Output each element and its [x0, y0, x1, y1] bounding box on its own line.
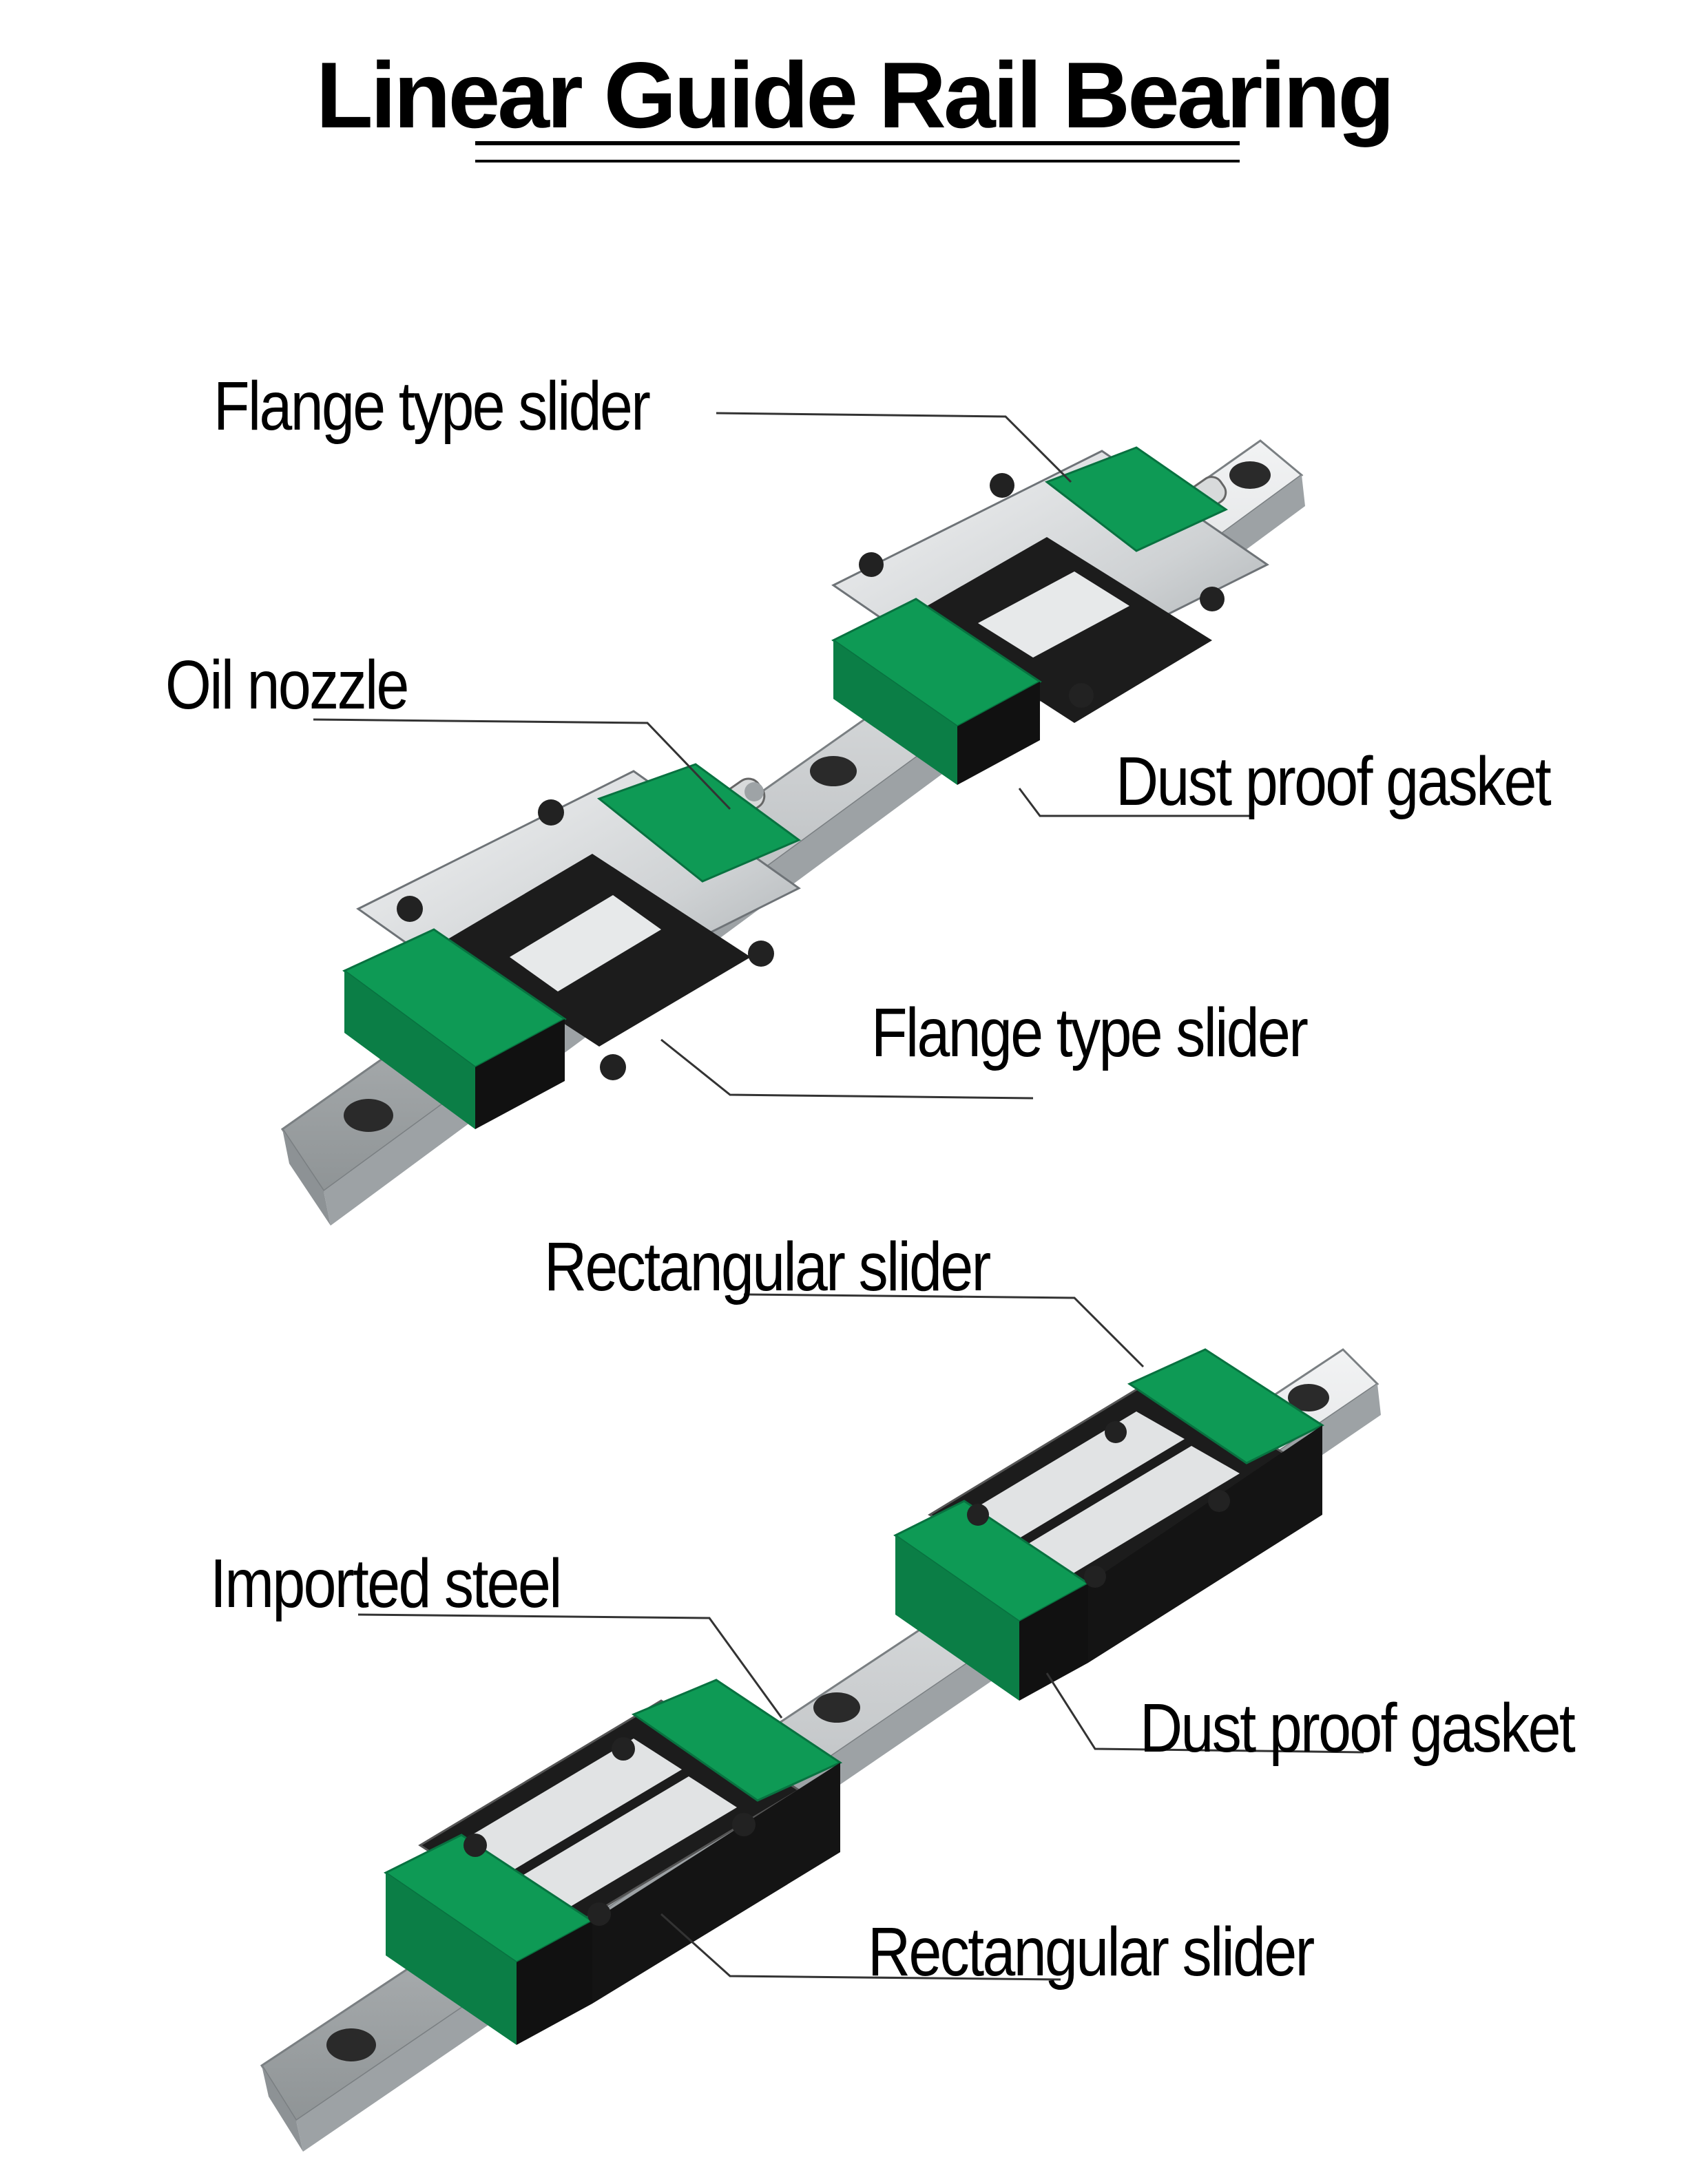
top-leader-lines: [313, 412, 1253, 1100]
rail-bolt-hole: [344, 1099, 393, 1132]
leader-rect-top: [743, 1293, 1145, 1368]
label-oil-nozzle: Oil nozzle: [165, 647, 409, 724]
rail-bolt-hole: [1288, 1384, 1329, 1411]
label-rectangular-slider-top: Rectangular slider: [544, 1228, 991, 1305]
flange-slider-lower: [342, 763, 802, 1129]
page-title: Linear Guide Rail Bearing: [315, 43, 1395, 147]
title-underline: [475, 141, 1240, 145]
leader-dust-bottom: [1045, 1672, 1364, 1754]
rectangular-slider-upper: [893, 1348, 1325, 1701]
rail-bolt-hole: [1229, 461, 1271, 489]
leader-flange-bottom: [660, 1038, 1034, 1100]
flange-slider-upper: [831, 446, 1269, 785]
label-flange-type-slider-top: Flange type slider: [214, 368, 651, 445]
label-rectangular-slider-bottom: Rectangular slider: [868, 1913, 1315, 1991]
leader-dust-top: [1018, 788, 1253, 817]
bottom-rail-assembly: [260, 1293, 1381, 2152]
rail-bolt-hole: [810, 756, 857, 786]
label-dust-proof-gasket-bottom: Dust proof gasket: [1140, 1690, 1576, 1767]
label-flange-type-slider-bottom: Flange type slider: [871, 994, 1309, 1071]
label-dust-proof-gasket-top: Dust proof gasket: [1116, 743, 1552, 820]
rail-bolt-hole: [813, 1692, 860, 1723]
leader-imported-steel: [357, 1613, 783, 1719]
bottom-leader-lines: [357, 1293, 1364, 1981]
rail-bolt-hole: [326, 2028, 376, 2061]
leader-flange-top: [716, 412, 1072, 483]
title-underline-second: [475, 160, 1240, 162]
leader-rect-bottom: [660, 1913, 1061, 1981]
rectangular-slider-lower: [384, 1679, 843, 2045]
label-imported-steel: Imported steel: [210, 1545, 562, 1622]
leader-oil-nozzle: [313, 718, 731, 810]
top-rail-assembly: [280, 412, 1305, 1226]
